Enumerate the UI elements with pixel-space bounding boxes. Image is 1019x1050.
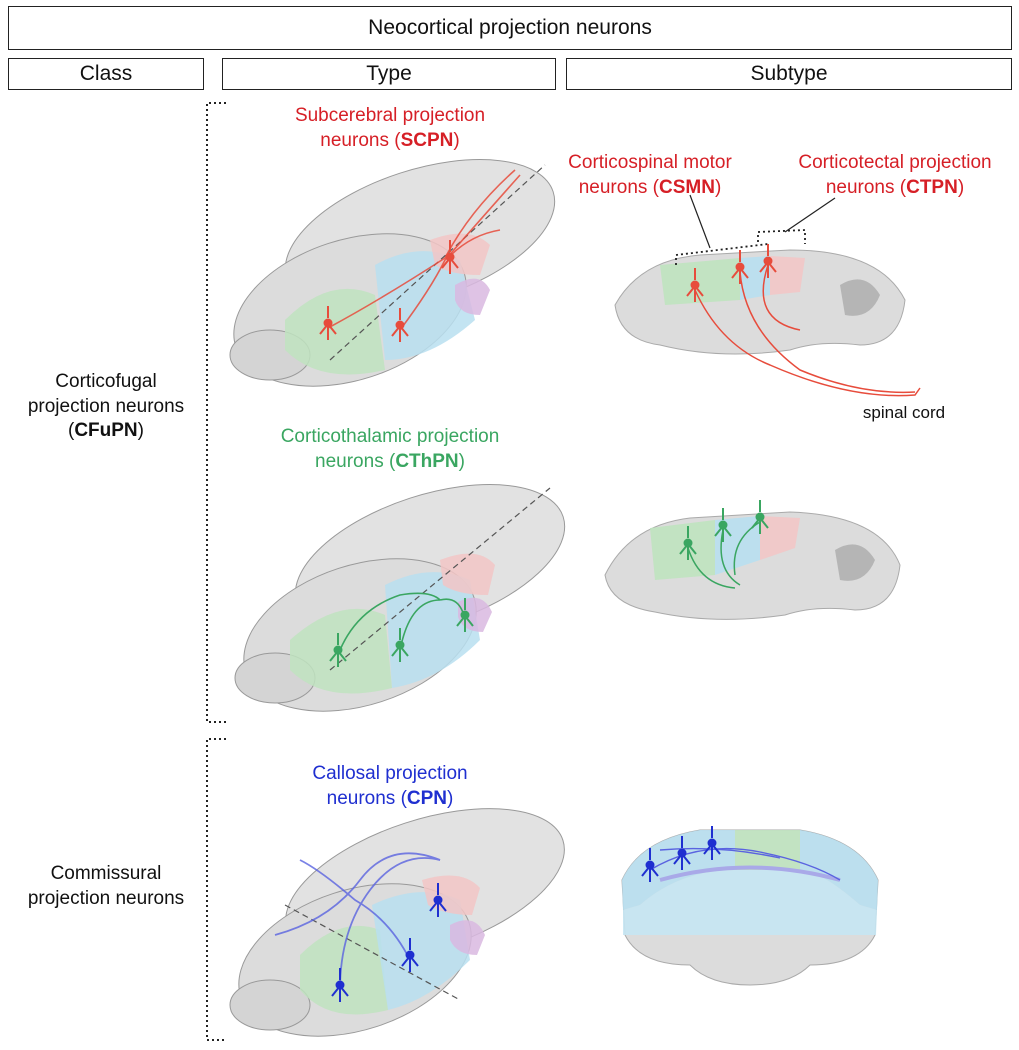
bracket-corticofugal — [206, 102, 226, 723]
subtype-header: Subtype — [566, 58, 1012, 90]
brain-cthpn-dorsal-view — [234, 484, 566, 712]
class-corticofugal-label: Corticofugal projection neurons (CFuPN) — [27, 371, 185, 442]
region-purple — [455, 278, 490, 315]
type-cthpn-label: Corticothalamic projection neurons (CThP… — [280, 426, 500, 472]
spinal-cord-label: spinal cord — [862, 403, 946, 422]
type-header: Type — [222, 58, 556, 90]
type-cpn-label: Callosal projection neurons (CPN) — [312, 763, 468, 809]
type-scpn-label: Subcerebral projection neurons (SCPN) — [294, 105, 486, 151]
figure-title: Neocortical projection neurons — [368, 16, 652, 39]
coronal-brain-cpn — [621, 825, 879, 986]
brain-cpn-dorsal-view — [229, 808, 565, 1037]
bracket-commissural — [206, 738, 226, 1041]
title-box: Neocortical projection neurons — [8, 6, 1012, 50]
subtype-csmn-label: Corticospinal motor neurons (CSMN) — [568, 152, 732, 198]
class-commissural-label: Commissural projection neurons — [27, 863, 185, 909]
brain-scpn-dorsal-view — [229, 159, 556, 387]
subtype-ctpn-label: Corticotectal projection neurons (CTPN) — [798, 152, 992, 198]
sagittal-brain-scpn — [614, 194, 921, 397]
class-header: Class — [8, 58, 204, 90]
sagittal-brain-cthpn — [604, 499, 901, 620]
